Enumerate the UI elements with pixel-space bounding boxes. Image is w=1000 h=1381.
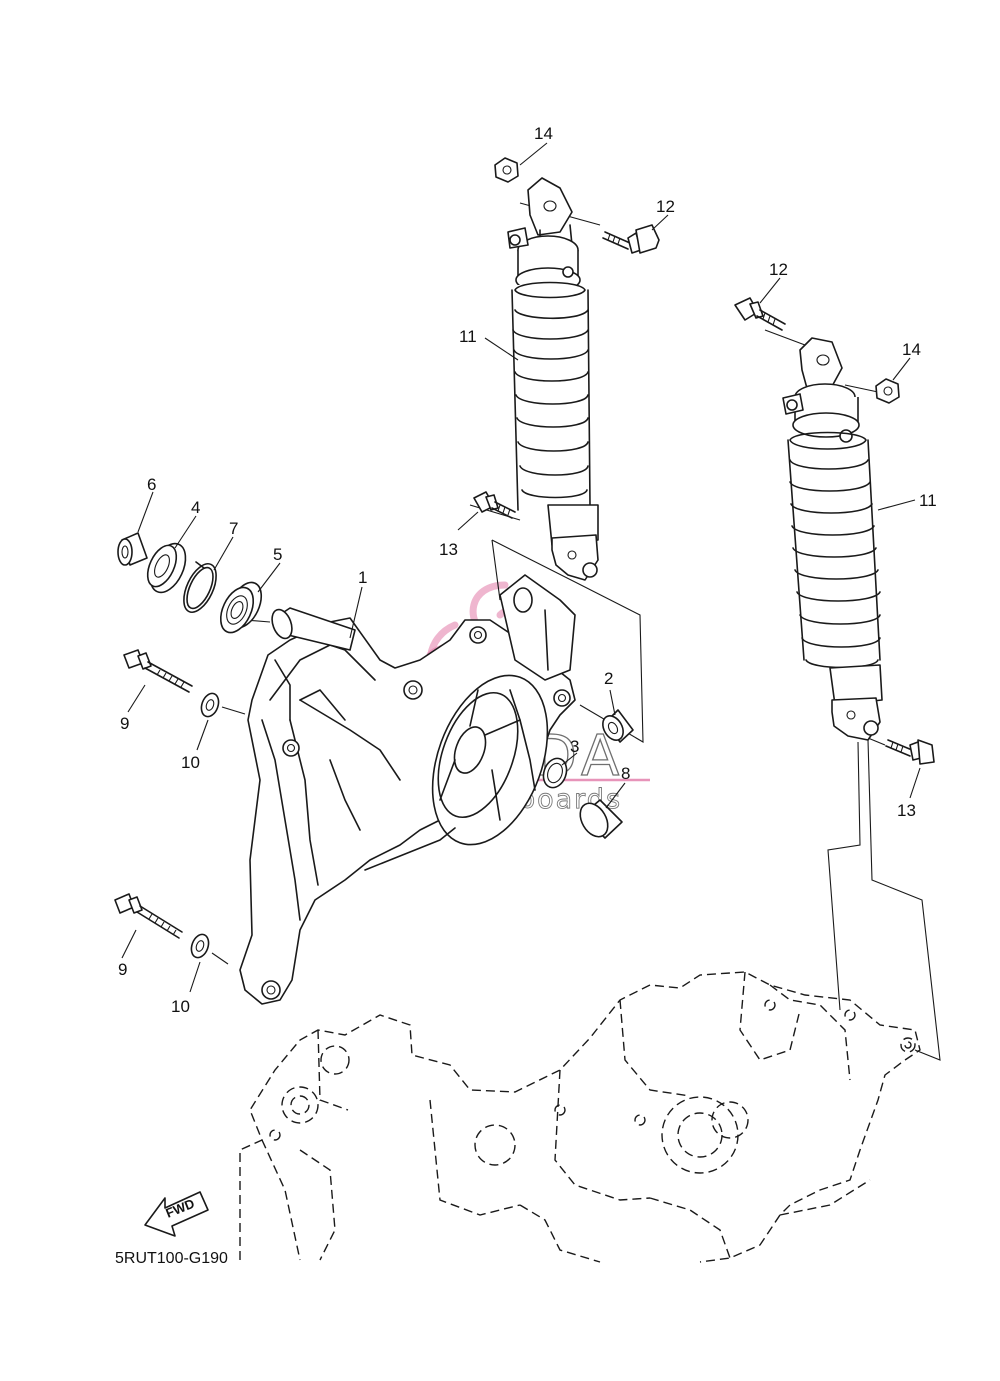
callout-leaders — [121, 142, 921, 993]
callout-9-upper: 9 — [120, 714, 129, 733]
nut-part-14-left — [494, 157, 519, 183]
cap-part-8 — [579, 799, 623, 839]
callout-9-lower: 9 — [118, 960, 127, 979]
callout-10-lower: 10 — [171, 997, 190, 1016]
collar-part-6 — [117, 532, 148, 566]
bolt-part-13-right — [885, 739, 935, 765]
bolt-part-13-left — [473, 491, 516, 519]
callout-13-right: 13 — [897, 801, 916, 820]
bolt-part-9-lower — [114, 893, 183, 939]
callout-13-left: 13 — [439, 540, 458, 559]
callout-7: 7 — [229, 519, 238, 538]
callout-12-right: 12 — [769, 260, 788, 279]
bolt-part-12-right — [734, 297, 786, 331]
callout-11-left: 11 — [459, 327, 477, 346]
callout-5: 5 — [273, 545, 282, 564]
oring-part-3 — [542, 757, 568, 789]
diagram-code: 5RUT100-G190 — [115, 1250, 228, 1267]
callout-11-right: 11 — [919, 491, 937, 510]
callout-labels: 6 4 7 5 1 9 10 9 10 2 3 8 11 11 12 12 13… — [118, 124, 937, 1016]
rear-shock-left — [507, 177, 599, 581]
callout-4: 4 — [191, 498, 200, 517]
callout-12-left: 12 — [656, 197, 675, 216]
callout-2: 2 — [604, 669, 613, 688]
callout-8: 8 — [621, 764, 630, 783]
callout-14-right: 14 — [902, 340, 921, 359]
rear-shock-right — [782, 337, 883, 741]
crankcase-outline — [239, 971, 921, 1263]
callout-14-left: 14 — [534, 124, 553, 143]
callout-6: 6 — [147, 475, 156, 494]
swing-arm-bracket — [239, 574, 576, 1005]
callout-10-upper: 10 — [181, 753, 200, 772]
callout-1: 1 — [358, 568, 367, 587]
bushing-part-2 — [602, 709, 634, 743]
washer-part-10-upper — [200, 692, 220, 718]
bolt-part-12-left — [602, 224, 660, 254]
nut-part-14-right — [875, 378, 900, 404]
callout-3: 3 — [570, 737, 579, 756]
circlip-part-7 — [183, 561, 217, 613]
bearing-part-5 — [219, 581, 263, 634]
oil-seal-part-4 — [146, 542, 187, 594]
washer-part-10-lower — [190, 933, 210, 959]
forward-arrow-icon: FWD — [144, 1191, 209, 1237]
bolt-part-9-upper — [123, 649, 193, 693]
